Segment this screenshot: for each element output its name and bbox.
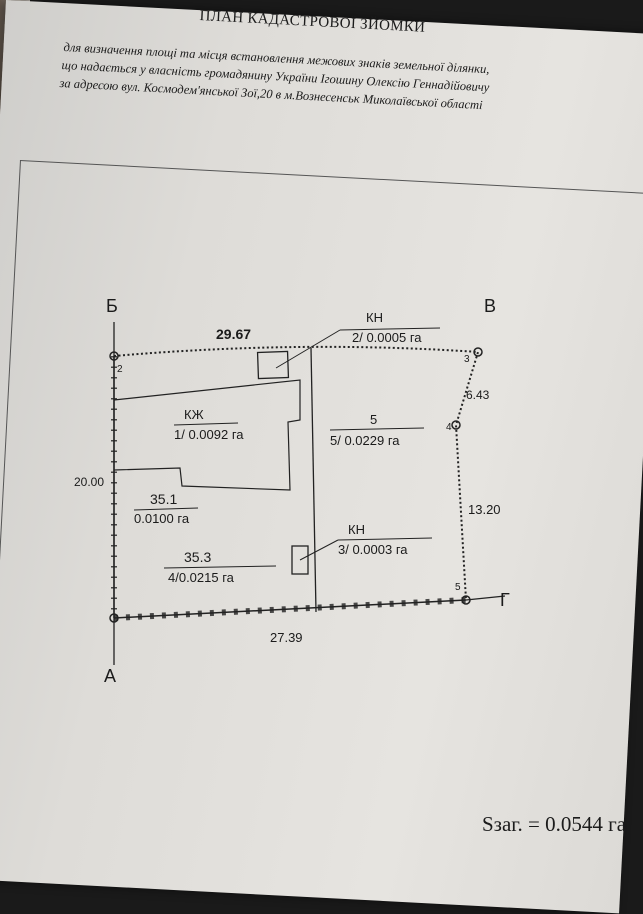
boundary-top-right (113, 345, 480, 601)
corner-label-b: Б (106, 296, 118, 316)
parcel-5-value: 5/ 0.0229 га (330, 433, 400, 448)
point-number-2: 2 (117, 364, 123, 375)
dimension-right-upper: 6.43 (466, 388, 490, 402)
parcel-35-1-code: 35.1 (150, 491, 177, 507)
building-kn3 (291, 545, 309, 575)
dimension-right-lower: 13.20 (468, 502, 501, 517)
axis-line-g (465, 595, 506, 601)
point-number-3: 3 (464, 354, 470, 365)
total-area: Sзаг. = 0.0544 га (482, 812, 627, 836)
corner-label-a: А (104, 666, 116, 686)
building-kzh (113, 379, 301, 491)
survey-point-a (109, 613, 119, 623)
survey-point-5 (461, 595, 471, 605)
corner-label-g: Г (500, 590, 510, 610)
dimension-left: 20.00 (74, 475, 104, 489)
parcel-kn3-code: КН (348, 522, 365, 537)
parcel-35-3-value: 4/0.0215 га (168, 570, 235, 585)
building-kn2 (256, 350, 290, 380)
dimension-top: 29.67 (216, 326, 251, 342)
point-number-4: 4 (446, 422, 452, 433)
parcel-kn2-value: 2/ 0.0005 га (352, 330, 422, 345)
survey-point-2 (109, 351, 119, 361)
dimension-bottom: 27.39 (270, 630, 303, 645)
parcel-35-3-code: 35.3 (184, 549, 211, 565)
boundary-bottom (113, 599, 467, 619)
parcel-kzh-code: КЖ (184, 407, 204, 422)
parcel-kn2-code: КН (366, 310, 383, 325)
internal-divider (310, 347, 317, 613)
parcel-kn3-value: 3/ 0.0003 га (338, 542, 408, 557)
parcel-5-code: 5 (370, 412, 377, 427)
point-number-5: 5 (455, 582, 461, 593)
survey-point-3 (473, 347, 483, 357)
cadastral-plan: Б В А Г 2 3 4 5 29.67 20.00 27.39 6.43 1… (0, 0, 643, 857)
survey-point-4 (451, 420, 461, 430)
parcel-kzh-value: 1/ 0.0092 га (174, 427, 244, 442)
corner-label-v: В (484, 296, 496, 316)
parcel-35-1-value: 0.0100 га (134, 511, 190, 526)
